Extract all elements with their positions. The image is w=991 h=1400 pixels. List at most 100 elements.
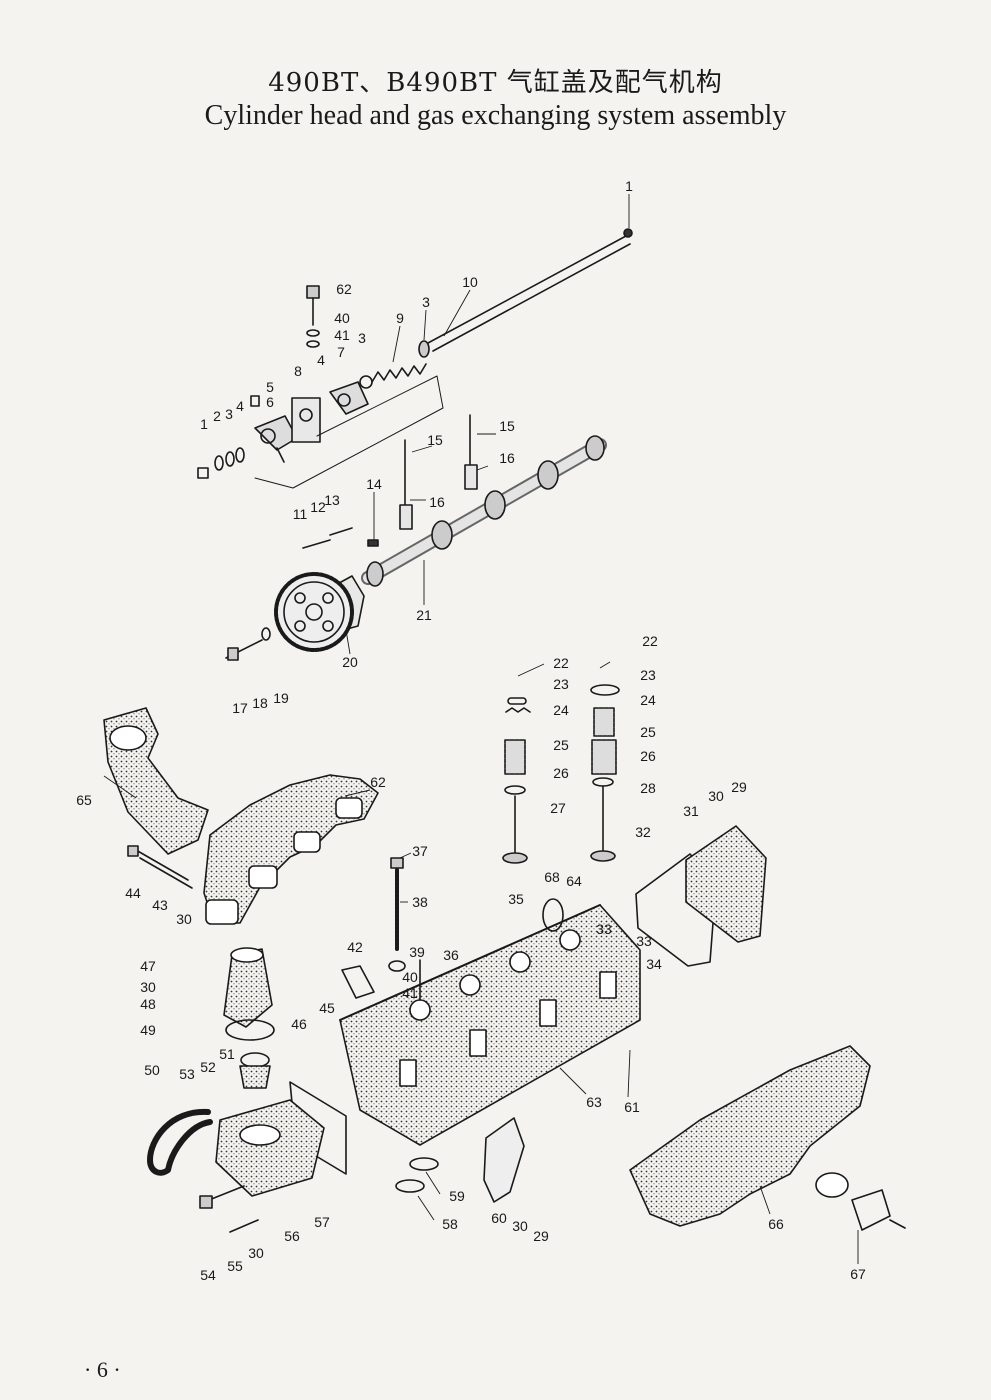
part-label: 22 <box>642 633 658 649</box>
part-label: 30 <box>176 911 192 927</box>
mounting-bracket <box>483 1117 525 1203</box>
part-label: 67 <box>850 1266 866 1282</box>
gasket-42 <box>341 965 375 999</box>
part-label: 34 <box>646 956 662 972</box>
part-label: 51 <box>219 1046 235 1062</box>
thermostat <box>239 1052 271 1089</box>
rocker-shaft <box>418 228 633 358</box>
part-label: 27 <box>550 800 566 816</box>
leader-lines <box>103 194 859 1264</box>
part-label: 41 <box>334 327 350 343</box>
part-label: 5 <box>266 379 274 395</box>
part-label: 31 <box>683 803 699 819</box>
part-label: 3 <box>422 294 430 310</box>
part-label: 53 <box>179 1066 195 1082</box>
part-label: 38 <box>412 894 428 910</box>
part-label: 24 <box>553 702 569 718</box>
part-label: 11 <box>292 506 308 522</box>
part-label: 39 <box>409 944 425 960</box>
part-label: 3 <box>225 406 233 422</box>
part-label: 26 <box>640 748 656 764</box>
exhaust-manifold <box>203 774 379 925</box>
part-label: 55 <box>227 1258 243 1274</box>
part-label: 30 <box>248 1245 264 1261</box>
part-label: 44 <box>125 885 141 901</box>
valve-cover <box>685 825 767 943</box>
part-label: 10 <box>462 274 478 290</box>
page-title-chinese: 490BT、B490BT 气缸盖及配气机构 <box>0 62 991 99</box>
part-label: 4 <box>236 398 244 414</box>
part-label: 30 <box>140 979 156 995</box>
part-label: 49 <box>140 1022 156 1038</box>
part-label: 33 <box>596 921 612 937</box>
part-label: 20 <box>342 654 358 670</box>
water-outlet <box>223 947 275 1041</box>
part-label: 64 <box>566 873 582 889</box>
part-label: 33 <box>636 933 652 949</box>
part-label: 4 <box>317 352 325 368</box>
part-label: 25 <box>553 737 569 753</box>
part-label: 30 <box>512 1218 528 1234</box>
part-label: 14 <box>366 476 382 492</box>
cylinder-head <box>339 904 641 1146</box>
part-label: 45 <box>319 1000 335 1016</box>
part-label: 21 <box>416 607 432 623</box>
seal-ring-59 <box>409 1157 439 1171</box>
part-label: 15 <box>499 418 515 434</box>
part-label: 35 <box>508 891 524 907</box>
housing-bolts <box>199 1185 259 1233</box>
rocker-support <box>291 397 321 443</box>
page-number: · 6 · <box>84 1357 121 1382</box>
part-label: 56 <box>284 1228 300 1244</box>
part-label: 18 <box>252 695 268 711</box>
intake-manifold <box>629 1045 871 1227</box>
part-label: 30 <box>708 788 724 804</box>
part-label: 1 <box>200 416 208 432</box>
rocker-arm-rear <box>329 381 369 415</box>
part-label: 41 <box>402 985 418 1001</box>
part-label: 62 <box>336 281 352 297</box>
part-label: 6 <box>266 394 274 410</box>
part-label: 37 <box>412 843 428 859</box>
part-label: 47 <box>140 958 156 974</box>
gear-bolt <box>225 627 271 661</box>
part-label: 26 <box>553 765 569 781</box>
part-label: 42 <box>347 939 363 955</box>
part-label: 40 <box>402 969 418 985</box>
part-label: 43 <box>152 897 168 913</box>
part-label: 65 <box>76 792 92 808</box>
part-label: 16 <box>429 494 445 510</box>
valve-intake <box>502 697 531 864</box>
seal-ring-58 <box>395 1179 425 1193</box>
part-label: 2 <box>213 408 221 424</box>
part-label: 19 <box>273 690 289 706</box>
part-label: 29 <box>533 1228 549 1244</box>
rocker-spring <box>359 363 427 389</box>
camshaft <box>361 435 607 587</box>
part-label: 50 <box>144 1062 160 1078</box>
push-rod-1 <box>399 439 413 530</box>
part-label: 24 <box>640 692 656 708</box>
part-label: 57 <box>314 1214 330 1230</box>
part-label: 3 <box>358 330 366 346</box>
part-label: 13 <box>324 492 340 508</box>
part-label: 68 <box>544 869 560 885</box>
intake-gasket <box>851 1189 891 1231</box>
exhaust-elbow <box>103 707 209 855</box>
valve-exhaust <box>590 684 620 862</box>
part-label: 22 <box>553 655 569 671</box>
part-label: 7 <box>337 344 345 360</box>
camshaft-gear <box>274 572 354 652</box>
part-label: 12 <box>310 499 326 515</box>
part-label: 40 <box>334 310 350 326</box>
bypass-hose <box>147 1108 213 1176</box>
part-label: 8 <box>294 363 302 379</box>
part-label: 1 <box>625 178 633 194</box>
part-label: 17 <box>232 700 248 716</box>
part-label: 61 <box>624 1099 640 1115</box>
part-label: 63 <box>586 1094 602 1110</box>
manifold-stud <box>127 845 193 889</box>
part-label: 29 <box>731 779 747 795</box>
